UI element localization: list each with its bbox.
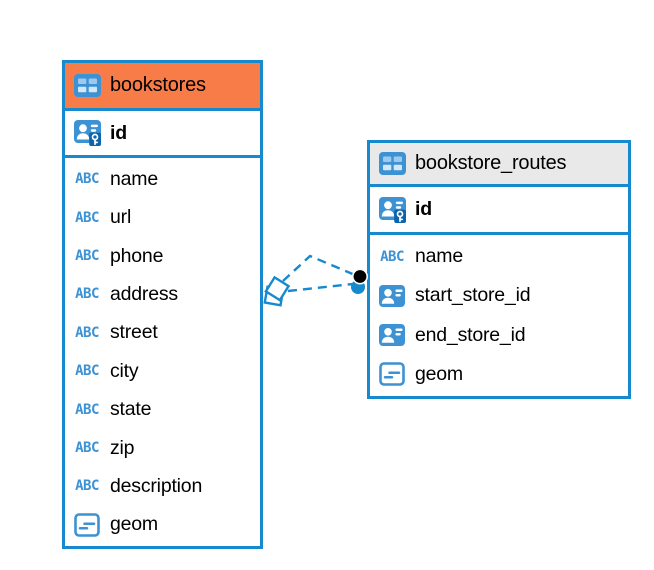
geometry-type-icon xyxy=(378,362,406,387)
column-row[interactable]: start_store_id xyxy=(370,276,628,315)
text-type-icon: ABC xyxy=(75,171,99,188)
table-header[interactable]: bookstore_routes xyxy=(370,143,628,187)
column-row[interactable]: id xyxy=(370,187,628,235)
column-name: phone xyxy=(110,244,164,267)
column-name: name xyxy=(110,167,158,190)
column-row[interactable]: geom xyxy=(65,506,260,544)
column-list: ABC name ABC url ABC phone ABC address A… xyxy=(65,158,260,546)
column-row[interactable]: ABC description xyxy=(65,467,260,505)
text-type-icon: ABC xyxy=(75,401,99,418)
column-row[interactable]: ABC state xyxy=(65,390,260,428)
column-name: zip xyxy=(110,436,135,459)
column-row[interactable]: ABC zip xyxy=(65,429,260,467)
column-name: address xyxy=(110,282,178,305)
text-type-icon: ABC xyxy=(75,248,99,265)
table-icon xyxy=(378,152,406,175)
column-name: end_store_id xyxy=(415,323,526,346)
column-row[interactable]: ABC phone xyxy=(65,237,260,275)
column-name: start_store_id xyxy=(415,284,531,307)
column-name: id xyxy=(415,198,432,220)
table-bookstore-routes[interactable]: bookstore_routes id ABC xyxy=(367,140,631,399)
primary-key-icon xyxy=(378,196,406,223)
text-type-icon: ABC xyxy=(75,363,99,380)
column-name: url xyxy=(110,206,132,229)
table-icon xyxy=(73,74,101,97)
primary-key-icon xyxy=(73,120,101,146)
reference-id-icon xyxy=(378,284,406,307)
column-row[interactable]: end_store_id xyxy=(370,316,628,355)
text-type-icon: ABC xyxy=(380,248,404,265)
column-name: geom xyxy=(110,513,158,536)
column-row[interactable]: ABC name xyxy=(370,237,628,276)
column-name: state xyxy=(110,398,152,421)
relationship-source-marker xyxy=(263,275,291,307)
text-type-icon: ABC xyxy=(75,440,99,457)
table-bookstores[interactable]: bookstores id ABC na xyxy=(62,60,263,549)
relationship-line-lower[interactable] xyxy=(287,282,354,293)
relationship-target-marker xyxy=(351,268,368,294)
column-list: ABC name start_store_id xyxy=(370,235,628,396)
text-type-icon: ABC xyxy=(75,478,99,495)
table-header[interactable]: bookstores xyxy=(65,63,260,111)
geometry-type-icon xyxy=(73,513,101,537)
column-name: name xyxy=(415,245,463,268)
column-name: city xyxy=(110,359,139,382)
column-name: street xyxy=(110,321,158,344)
column-name: description xyxy=(110,474,203,497)
column-row[interactable]: id xyxy=(65,111,260,158)
column-row[interactable]: geom xyxy=(370,355,628,394)
text-type-icon: ABC xyxy=(75,209,99,226)
table-title: bookstores xyxy=(110,74,206,96)
text-type-icon: ABC xyxy=(75,286,99,303)
column-name: id xyxy=(110,121,127,144)
column-row[interactable]: ABC address xyxy=(65,275,260,313)
column-row[interactable]: ABC url xyxy=(65,198,260,236)
column-row[interactable]: ABC city xyxy=(65,352,260,390)
column-row[interactable]: ABC street xyxy=(65,314,260,352)
column-row[interactable]: ABC name xyxy=(65,160,260,198)
reference-id-icon xyxy=(378,324,406,347)
relationship-line-upper[interactable] xyxy=(282,254,356,282)
column-name: geom xyxy=(415,362,463,385)
table-title: bookstore_routes xyxy=(415,152,567,174)
text-type-icon: ABC xyxy=(75,324,99,341)
